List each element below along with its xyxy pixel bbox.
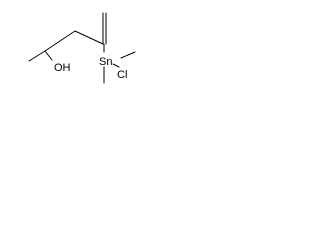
tin-label: Sn	[99, 56, 112, 68]
chlorine-label: Cl	[117, 69, 127, 81]
bond-carbinol-methylene	[44, 30, 76, 52]
structure-diagram: OH Sn Cl	[28, 12, 136, 84]
molecule-canvas: OH Sn Cl	[0, 0, 161, 102]
bond-methyl-carbinol	[28, 50, 46, 62]
hydroxyl-label: OH	[54, 62, 71, 74]
bond-methylene-vinyl	[74, 30, 104, 45]
bond-carbinol-oxygen	[44, 50, 53, 61]
bond-tin-methyl-right	[120, 51, 136, 59]
bond-tin-chlorine	[112, 63, 120, 68]
